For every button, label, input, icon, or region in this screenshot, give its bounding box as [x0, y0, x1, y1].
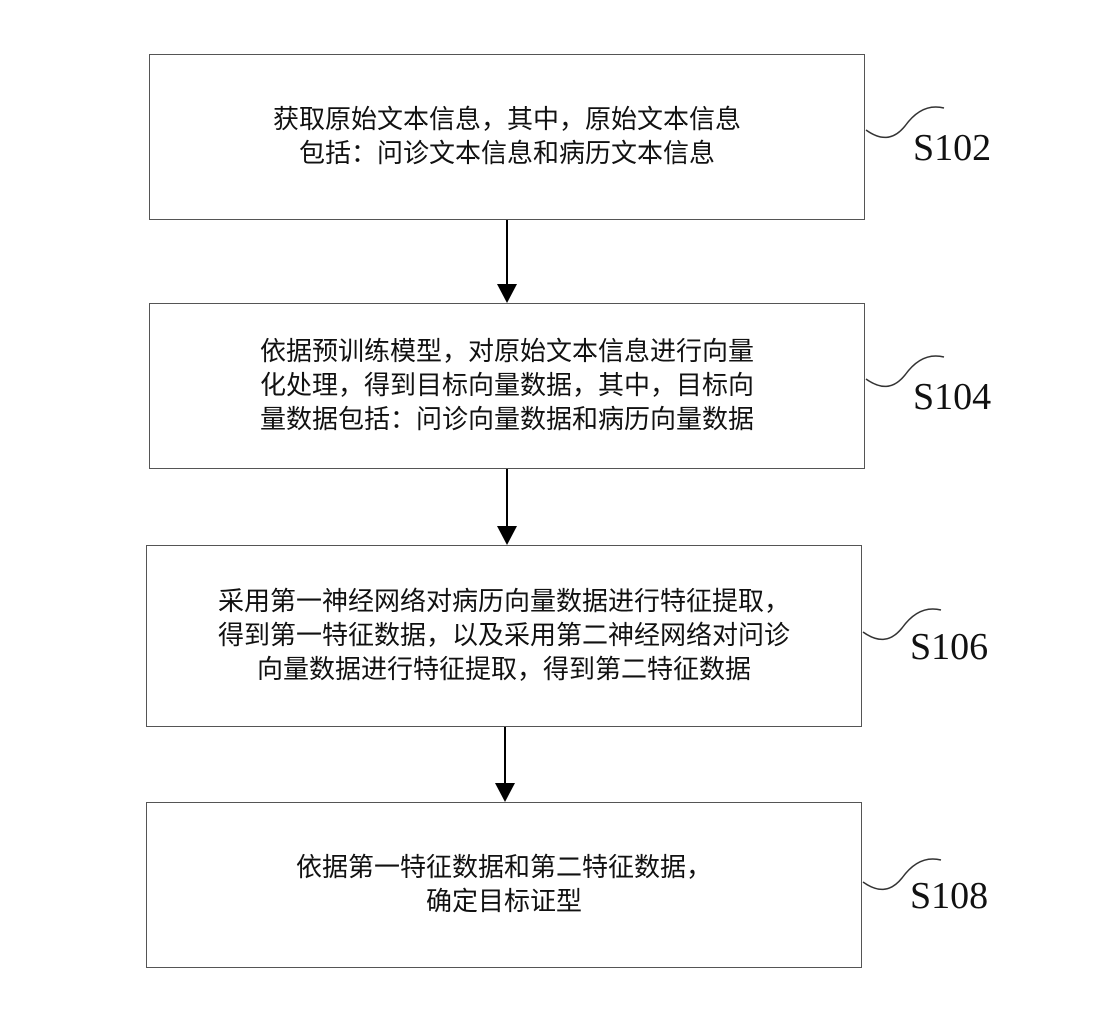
arrow-s104-to-s106 [497, 469, 517, 545]
leader-s108 [862, 858, 942, 891]
step-box-s106: 采用第一神经网络对病历向量数据进行特征提取， 得到第一特征数据，以及采用第二神经… [146, 545, 862, 727]
step-s104-line-2: 化处理，得到目标向量数据，其中，目标向 [259, 371, 754, 401]
step-s104-line-3: 量数据包括：问诊向量数据和病历向量数据 [259, 405, 754, 435]
step-box-s102: 获取原始文本信息，其中，原始文本信息 包括：问诊文本信息和病历文本信息 [149, 54, 865, 220]
step-label-s108: S108 [910, 875, 989, 917]
step-s106-line-3: 向量数据进行特征提取，得到第二特征数据 [256, 655, 751, 685]
step-label-s104: S104 [913, 376, 992, 418]
step-s106-line-2: 得到第一特征数据，以及采用第二神经网络对问诊 [217, 621, 790, 651]
leader-s106 [862, 608, 942, 641]
leader-s102 [865, 106, 945, 139]
arrow-s106-to-s108 [495, 727, 515, 802]
step-s102-line-2: 包括：问诊文本信息和病历文本信息 [298, 139, 715, 169]
arrow-s102-to-s104 [497, 220, 517, 303]
step-s106-line-1: 采用第一神经网络对病历向量数据进行特征提取， [217, 587, 790, 617]
step-s102-line-1: 获取原始文本信息，其中，原始文本信息 [272, 105, 741, 135]
step-box-s104: 依据预训练模型，对原始文本信息进行向量 化处理，得到目标向量数据，其中，目标向 … [149, 303, 865, 469]
step-label-s106: S106 [910, 626, 989, 668]
step-s108-line-2: 确定目标证型 [425, 887, 582, 917]
step-s108-line-1: 依据第一特征数据和第二特征数据， [295, 853, 712, 883]
leader-s104 [865, 355, 945, 388]
step-box-s108: 依据第一特征数据和第二特征数据， 确定目标证型 [146, 802, 862, 968]
step-s104-line-1: 依据预训练模型，对原始文本信息进行向量 [259, 337, 754, 367]
step-label-s102: S102 [913, 127, 992, 169]
